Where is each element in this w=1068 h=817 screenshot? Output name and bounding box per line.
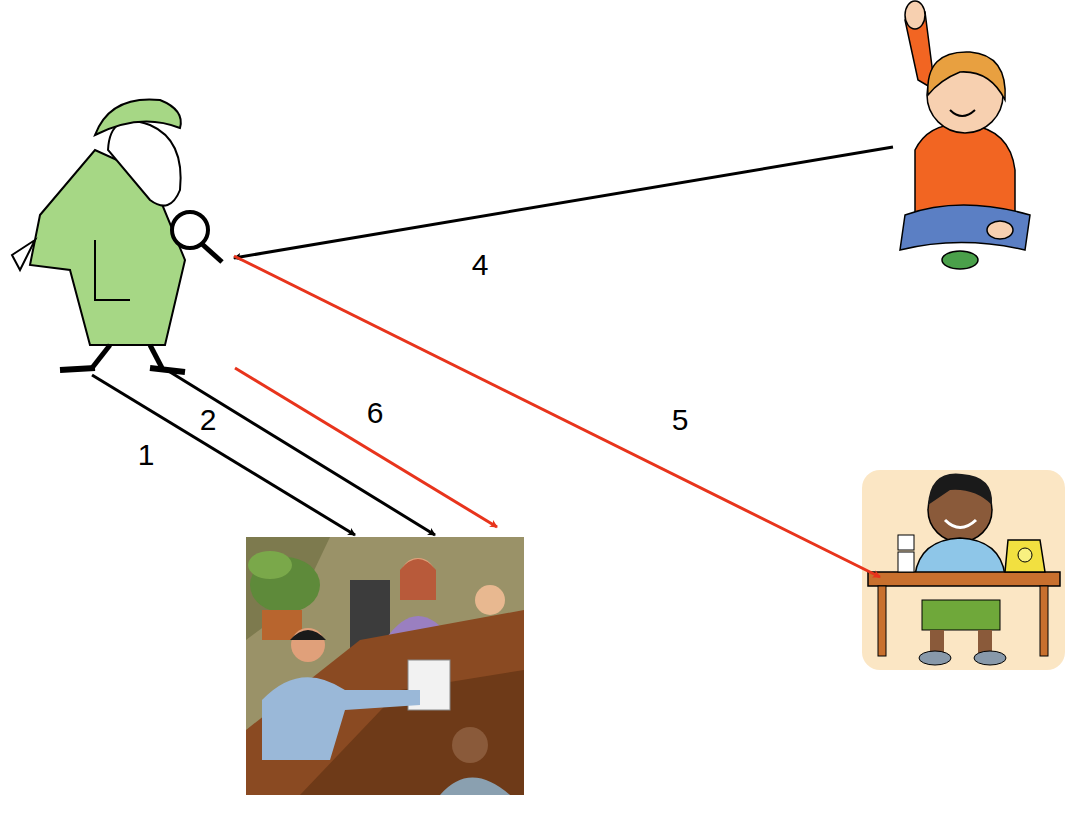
person-head (475, 585, 505, 615)
boy-shoe (919, 651, 951, 665)
callout-number: 6 (367, 398, 384, 428)
callout-number: 1 (138, 440, 155, 470)
detective-shoe (60, 368, 95, 370)
meeting-picture (246, 537, 524, 795)
cup (898, 552, 914, 572)
detective-face (108, 121, 181, 206)
person-hair (290, 630, 326, 640)
black-arrow (170, 372, 435, 535)
detective-hat (95, 99, 181, 135)
girl-shoe (942, 251, 978, 269)
boy-hair (928, 474, 992, 505)
boy-shorts (922, 600, 1000, 630)
person-head (452, 727, 488, 763)
table-leg (878, 586, 886, 656)
lemonade-pitcher (1005, 540, 1045, 572)
girl-hair (928, 52, 1005, 100)
girl-smile (950, 110, 975, 116)
girl-jeans (900, 205, 1030, 250)
callout-number: 4 (472, 250, 489, 280)
picture-glow (862, 470, 1065, 670)
wall-shade (246, 537, 330, 640)
table (246, 610, 524, 795)
girl-hand (987, 221, 1013, 239)
callout-number: 5 (672, 405, 689, 435)
person-body (262, 677, 420, 760)
magnifying-glass (172, 212, 208, 248)
detective-shoe (150, 368, 185, 372)
black-arrow (234, 147, 893, 258)
boy-smile (945, 520, 976, 528)
person-head (291, 628, 325, 662)
coat-pocket (95, 240, 130, 300)
stand-table (868, 572, 1060, 586)
detective-hand (12, 240, 35, 270)
meeting-background (246, 537, 524, 795)
black-arrow (92, 375, 355, 535)
person-body (440, 778, 510, 796)
detective-picture (12, 99, 222, 372)
boy-shoe (974, 651, 1006, 665)
girl-picture (900, 1, 1030, 269)
red-arrow (235, 368, 497, 527)
detective-leg (150, 345, 162, 368)
red-arrow (234, 256, 880, 577)
callout-number: 2 (200, 405, 217, 435)
lemonade-stand-picture (862, 470, 1065, 670)
cup (898, 535, 914, 550)
detective-leg (92, 345, 110, 368)
girl-shirt (915, 124, 1015, 215)
plant-leaves (248, 551, 292, 579)
person-hair (400, 559, 436, 600)
girl-hand (905, 1, 925, 29)
boy-shirt (915, 538, 1005, 575)
table-leg (1040, 586, 1048, 656)
lemon-slice (1018, 548, 1032, 562)
glass-handle (202, 244, 222, 262)
